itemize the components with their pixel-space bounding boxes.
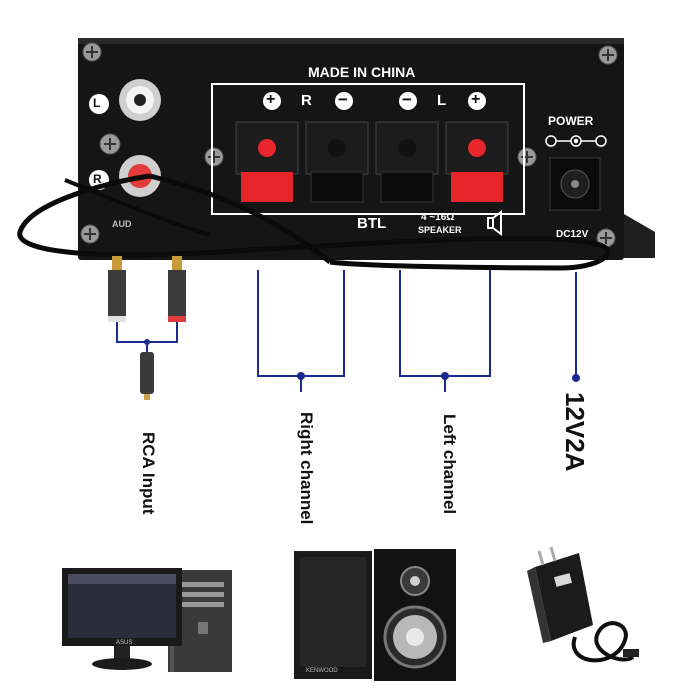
minus-symbol: −	[338, 90, 348, 109]
rca-right-label: R	[93, 172, 102, 186]
left-channel-label: Left channel	[440, 414, 459, 515]
rca-left-label: L	[93, 96, 101, 110]
rca-label-left-ring	[89, 94, 109, 114]
made-in-label: MADE IN CHINA	[308, 64, 416, 80]
impedance-label: 4 ~16Ω	[421, 212, 455, 223]
right-channel-terminal-label: R	[301, 92, 312, 109]
speaker-covered	[294, 551, 372, 679]
monitor	[62, 568, 182, 670]
adapter-cable	[571, 621, 635, 663]
rca-input-label: RCA Input	[139, 432, 158, 515]
left-channel-bracket	[399, 270, 491, 377]
left-channel-terminal-label: L	[437, 92, 447, 109]
right-channel-label: Right channel	[297, 412, 316, 525]
monitor-brand-label: ASUS	[116, 640, 133, 646]
adapter-body	[535, 553, 593, 641]
terminal-frame	[211, 83, 525, 215]
rca-plug-white	[108, 256, 126, 322]
speaker-icon	[487, 210, 502, 236]
brand-fragment-label: AUD	[112, 219, 132, 229]
rca-plug-red	[168, 256, 186, 322]
connection-diagram	[108, 256, 580, 400]
polarity-icon	[545, 135, 607, 147]
speaker-terminal-l-minus	[375, 121, 439, 203]
rca-jack-left	[119, 79, 161, 121]
rca-cable	[17, 173, 611, 271]
speaker-open	[374, 549, 456, 681]
power-adapter-illustration	[527, 546, 639, 663]
speakers-illustration	[294, 549, 456, 681]
dc-power-jack	[549, 157, 601, 211]
plus-symbol: +	[266, 91, 276, 108]
amplifier-illustration	[17, 38, 655, 271]
power-label: POWER	[548, 114, 594, 128]
audio-jack-plug	[140, 352, 154, 400]
speaker-terminal-r-plus	[235, 121, 299, 202]
minus-symbol: −	[402, 90, 412, 109]
speaker-brand-label: KENWOOD	[306, 668, 338, 674]
right-channel-bracket	[257, 270, 345, 377]
power-spec-label: 12V2A	[560, 392, 590, 472]
speaker-terminal-l-plus	[445, 121, 509, 202]
dc-rating-label: DC12V	[556, 229, 589, 240]
speaker-label: SPEAKER	[418, 225, 462, 235]
desktop-computer-illustration	[62, 568, 232, 672]
plus-symbol: +	[471, 91, 481, 108]
speaker-terminal-r-minus	[305, 121, 369, 203]
btl-label: BTL	[357, 215, 387, 232]
screw-icon	[80, 42, 618, 248]
